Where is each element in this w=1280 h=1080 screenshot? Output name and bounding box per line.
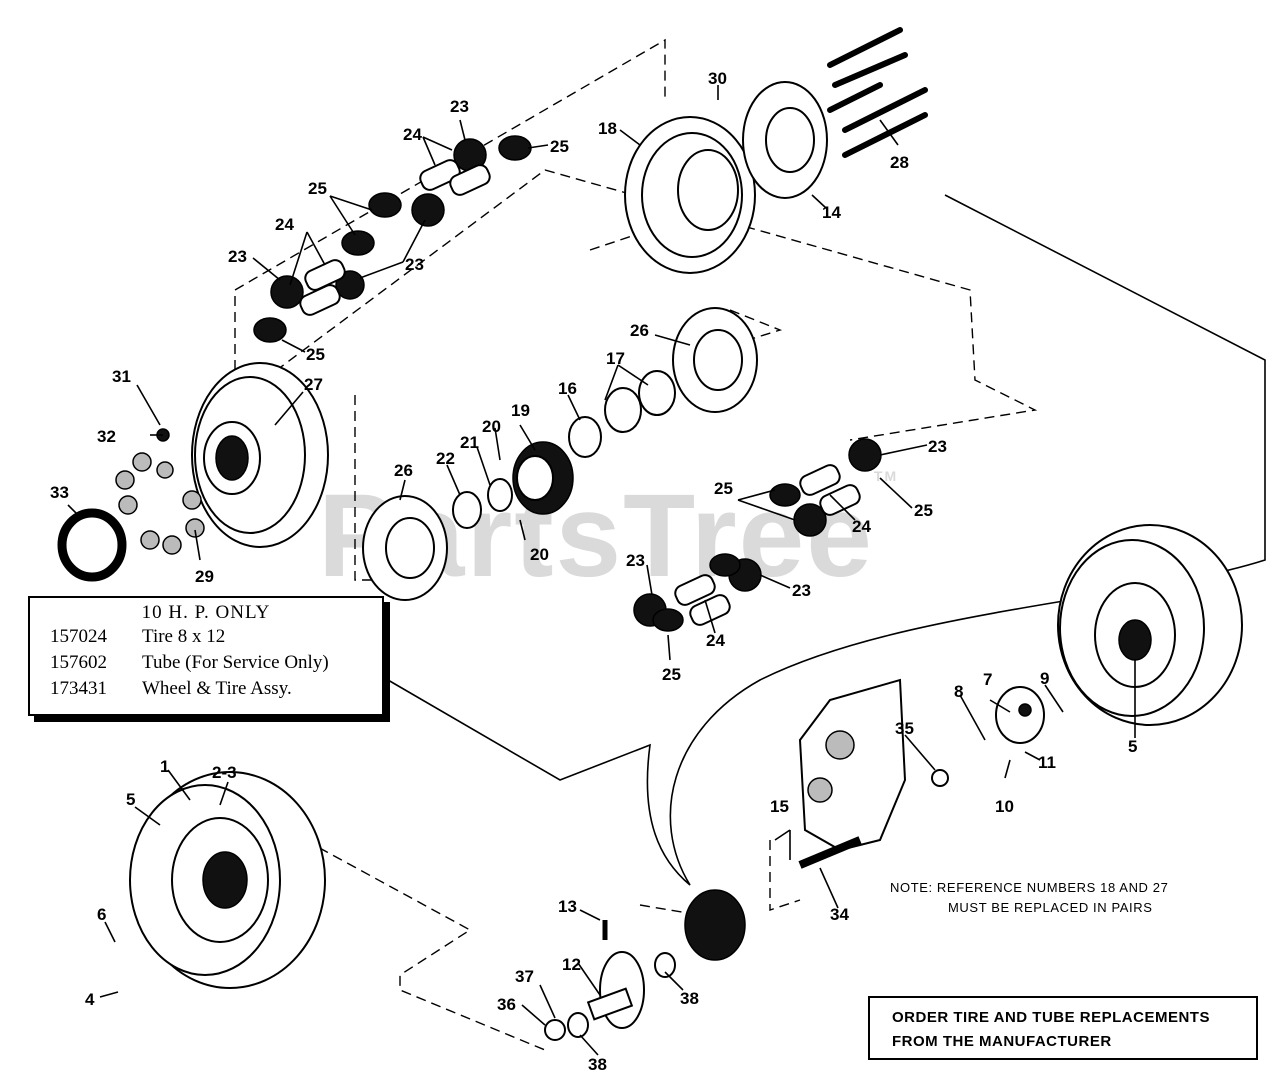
callout-34: 34	[830, 905, 849, 924]
callout-24-c: 24	[852, 517, 871, 536]
callout-12: 12	[562, 955, 581, 974]
callout-4: 4	[85, 990, 95, 1009]
callout-11: 11	[1038, 753, 1056, 772]
callout-24-a: 24	[275, 215, 294, 234]
part-number: 157602	[50, 652, 107, 673]
callout-17: 17	[606, 349, 625, 368]
callout-9: 9	[1040, 669, 1049, 688]
callout-28: 28	[890, 153, 909, 172]
callout-6: 6	[97, 905, 106, 924]
callout-24-d: 24	[706, 631, 725, 650]
hub-18-drawing	[624, 81, 828, 274]
right-wheel-drawing	[1057, 524, 1243, 726]
callout-18: 18	[598, 119, 617, 138]
callout-23-d: 23	[928, 437, 947, 456]
part-description: Wheel & Tire Assy.	[142, 678, 292, 699]
seal-33-drawing	[57, 508, 127, 582]
order-tire-box: ORDER TIRE AND TUBE REPLACEMENTS FROM TH…	[868, 996, 1258, 1060]
part-description: Tire 8 x 12	[142, 626, 226, 647]
callout-27: 27	[304, 375, 323, 394]
callout-21: 21	[460, 433, 479, 452]
callout-22: 22	[436, 449, 455, 468]
leader-lines	[67, 85, 1136, 1056]
callout-38-right: 38	[680, 989, 699, 1008]
callout-25-c: 25	[306, 345, 325, 364]
callout-5-left: 5	[126, 790, 135, 809]
callout-20-top: 20	[482, 417, 501, 436]
callout-36: 36	[497, 995, 516, 1014]
assembly-line	[769, 840, 801, 911]
callout-8: 8	[954, 682, 963, 701]
callout-23-c: 23	[450, 97, 469, 116]
nuts-drawing	[115, 428, 205, 555]
assembly-line	[249, 169, 1038, 441]
callout-7: 7	[983, 670, 992, 689]
hp-box-row: 173431 Wheel & Tire Assy.	[50, 676, 382, 702]
callout-24-b: 24	[403, 125, 422, 144]
callout-1: 1	[160, 757, 169, 776]
callout-30: 30	[708, 69, 727, 88]
part-description: Tube (For Service Only)	[142, 652, 329, 673]
note-line-2: MUST BE REPLACED IN PAIRS	[948, 900, 1153, 915]
assembly-line	[699, 309, 783, 356]
callout-14: 14	[822, 203, 841, 222]
callout-23-f: 23	[626, 551, 645, 570]
part-number: 173431	[50, 678, 107, 699]
hp-box-title: 10 H. P. ONLY	[141, 602, 271, 623]
callout-35: 35	[895, 719, 914, 738]
pinion-gears-drawing	[253, 135, 532, 343]
axle-hub-drawing	[544, 889, 746, 1041]
note-line-1: NOTE: REFERENCE NUMBERS 18 AND 27	[890, 880, 1169, 895]
right-gears-drawing	[633, 438, 882, 632]
callout-25-a: 25	[308, 179, 327, 198]
callout-25-b: 25	[550, 137, 569, 156]
part-number: 157024	[50, 626, 107, 647]
hub-27-drawing	[191, 362, 329, 548]
order-line-1: ORDER TIRE AND TUBE REPLACEMENTS	[892, 1009, 1210, 1026]
callout-23-a: 23	[228, 247, 247, 266]
callout-31: 31	[112, 367, 131, 386]
center-stack-drawing	[362, 307, 758, 601]
callout-20-bottom: 20	[530, 545, 549, 564]
callout-32: 32	[97, 427, 116, 446]
hp-box-row: 157024 Tire 8 x 12	[50, 624, 382, 650]
callout-10: 10	[995, 797, 1014, 816]
callout-16: 16	[558, 379, 577, 398]
callout-29: 29	[195, 567, 214, 586]
transaxle-housing-drawing	[798, 678, 1045, 869]
hp-box-row: 157602 Tube (For Service Only)	[50, 650, 382, 676]
callout-25-f: 25	[662, 665, 681, 684]
callout-labels: 1 2-3 4 5 5 6 7 8 9 10 11 12 13 14 15 16…	[50, 69, 1137, 1074]
callout-15: 15	[770, 797, 789, 816]
hp-parts-box: 10 H. P. ONLY 157024 Tire 8 x 12 157602 …	[28, 596, 384, 716]
bolts-28-drawing	[827, 27, 928, 158]
callout-23-b: 23	[405, 255, 424, 274]
callout-13: 13	[558, 897, 577, 916]
callout-26-right: 26	[630, 321, 649, 340]
callout-33: 33	[50, 483, 69, 502]
replacement-note: NOTE: REFERENCE NUMBERS 18 AND 27 MUST B…	[890, 878, 1168, 918]
callout-2-3: 2-3	[212, 763, 237, 782]
callout-25-d: 25	[914, 501, 933, 520]
assembly-line	[304, 839, 546, 1051]
callout-37: 37	[515, 967, 534, 986]
callout-25-e: 25	[714, 479, 733, 498]
callout-38-bottom: 38	[588, 1055, 607, 1074]
callout-19: 19	[511, 401, 530, 420]
callout-23-e: 23	[792, 581, 811, 600]
left-wheel-drawing	[129, 771, 326, 989]
order-line-2: FROM THE MANUFACTURER	[892, 1033, 1112, 1050]
callout-5-right: 5	[1128, 737, 1137, 756]
assembly-line	[234, 38, 666, 370]
callout-26-left: 26	[394, 461, 413, 480]
